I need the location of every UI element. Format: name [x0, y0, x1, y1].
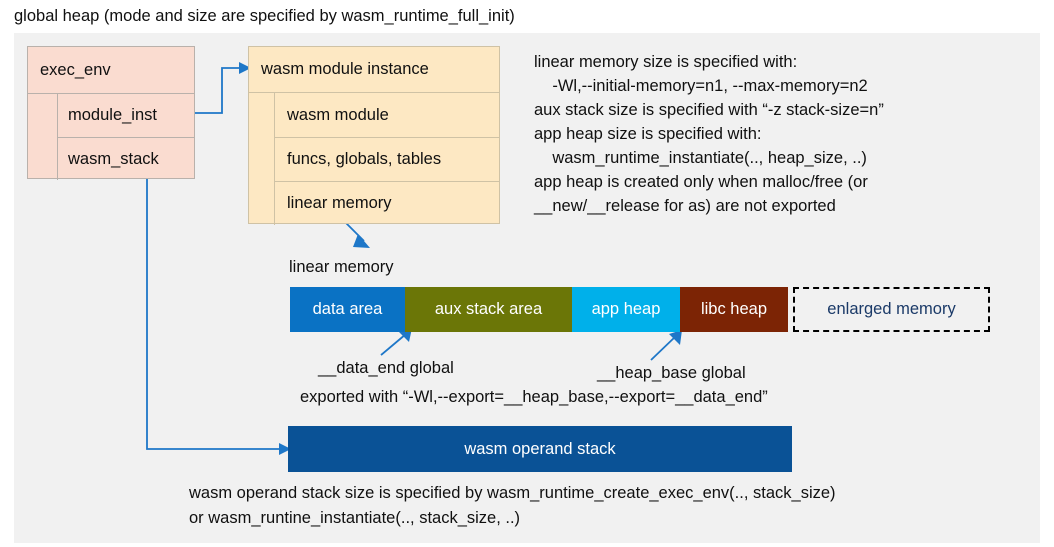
linear-memory-bar-label: linear memory	[289, 258, 394, 276]
wasm-operand-stack-box[interactable]: wasm operand stack	[288, 426, 792, 472]
annotation-exported-with: exported with “-Wl,--export=__heap_base,…	[300, 388, 768, 406]
exec-env-body: module_inst wasm_stack	[28, 93, 194, 180]
memory-segment-label: data area	[312, 300, 383, 318]
wasm-module-instance-box[interactable]: wasm module instance wasm module funcs, …	[248, 46, 500, 225]
wasm-module-instance-fields: wasm module funcs, globals, tables linea…	[275, 93, 499, 225]
memory-segment-label: enlarged memory	[827, 300, 956, 318]
page-title: global heap (mode and size are specified…	[14, 7, 515, 25]
memory-segment-enlarged-memory: enlarged memory	[793, 287, 990, 332]
memory-segment-aux-stack-area: aux stack area	[405, 287, 572, 332]
linear-memory-bar: data area aux stack area app heap libc heap…	[290, 287, 990, 332]
memory-segment-label: aux stack area	[434, 300, 543, 318]
exec-env-field-wasm-stack[interactable]: wasm_stack	[58, 137, 194, 180]
memory-segment-app-heap: app heap	[572, 287, 680, 332]
wasm-module-instance-header: wasm module instance	[261, 60, 429, 78]
field-wasm-module[interactable]: wasm module	[287, 105, 389, 124]
field-linear-memory[interactable]: linear memory	[275, 181, 499, 225]
annotation-heap-base: __heap_base global	[597, 364, 746, 382]
memory-segment-label: libc heap	[700, 300, 768, 318]
annotation-data-end: __data_end global	[318, 359, 454, 377]
exec-env-fields: module_inst wasm_stack	[58, 94, 194, 180]
memory-segment-data-area: data area	[290, 287, 405, 332]
linear-memory-notes: linear memory size is specified with: -W…	[534, 53, 884, 215]
exec-env-indent	[28, 94, 58, 180]
memory-segment-libc-heap: libc heap	[680, 287, 788, 332]
wasm-module-instance-indent	[249, 93, 275, 225]
field-funcs-globals-tables[interactable]: funcs, globals, tables	[275, 137, 499, 181]
exec-env-header: exec_env	[40, 60, 111, 79]
memory-segment-label: app heap	[591, 300, 661, 318]
operand-stack-note: wasm operand stack size is specified by …	[189, 484, 836, 527]
exec-env-box[interactable]: exec_env module_inst wasm_stack	[27, 46, 195, 180]
wasm-module-instance-body: wasm module funcs, globals, tables linea…	[249, 92, 499, 225]
exec-env-field-module-inst[interactable]: module_inst	[68, 106, 157, 124]
